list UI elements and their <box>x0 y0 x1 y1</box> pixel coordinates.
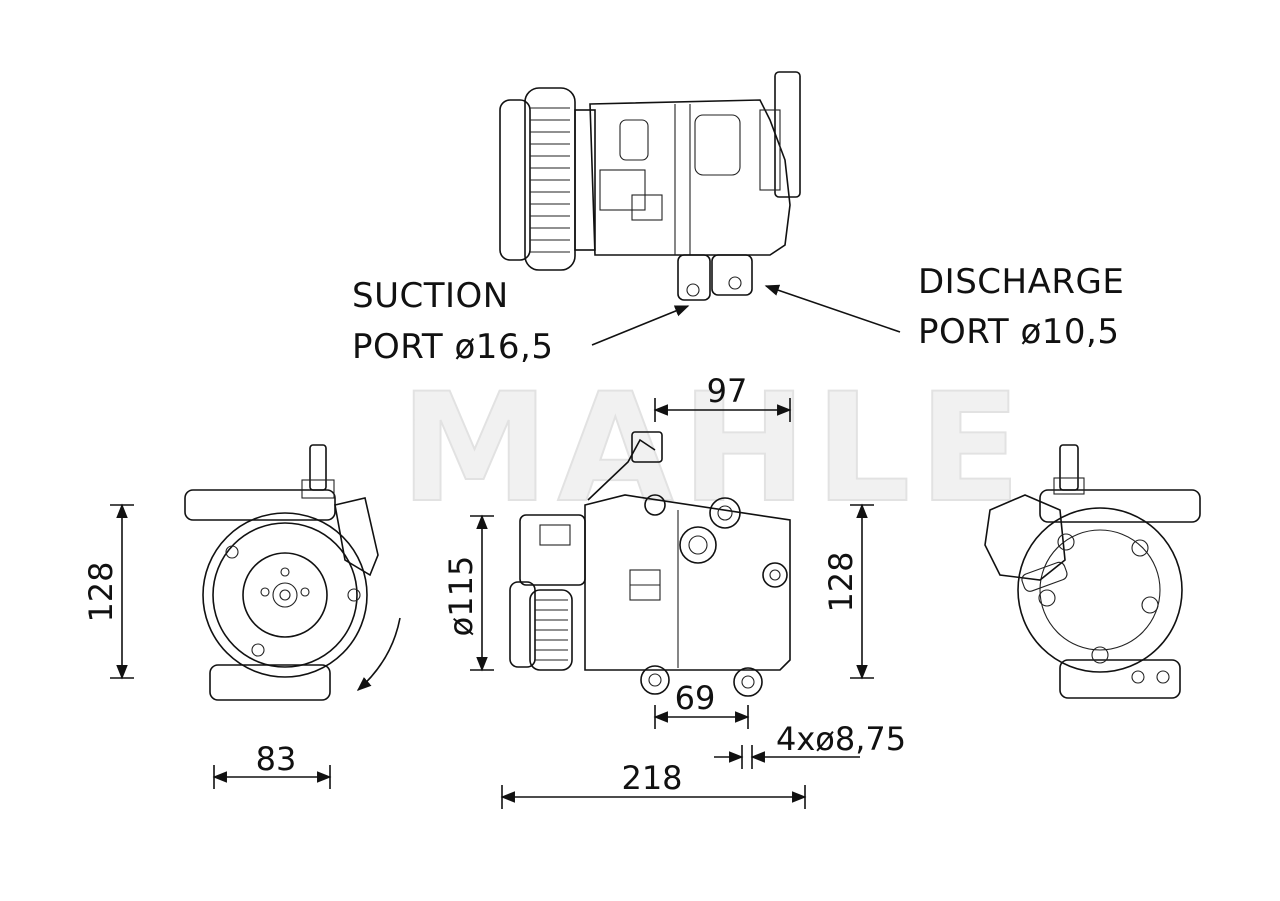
discharge-port-label-line2: PORT ø10,5 <box>918 312 1120 352</box>
dim-128-left: 128 <box>82 561 120 622</box>
discharge-port-label-line1: DISCHARGE <box>918 262 1124 302</box>
dim-69: 69 <box>675 679 716 717</box>
rotation-arrow <box>356 617 401 691</box>
discharge-arrow <box>764 284 901 333</box>
suction-port-label-line2: PORT ø16,5 <box>352 327 554 367</box>
suction-port-label-line1: SUCTION <box>352 276 509 316</box>
watermark-logo: MAHLE <box>400 362 1029 536</box>
dim-97: 97 <box>707 372 748 410</box>
dim-128-right: 128 <box>822 551 860 612</box>
dim-holes: 4xø8,75 <box>776 720 906 758</box>
side-view <box>509 431 791 697</box>
suction-arrow <box>591 305 690 346</box>
top-view <box>499 71 801 301</box>
dim-218: 218 <box>621 759 682 797</box>
front-view <box>184 444 401 701</box>
dim-115: ø115 <box>442 556 480 637</box>
rear-view <box>984 444 1201 699</box>
dim-83: 83 <box>256 740 297 778</box>
